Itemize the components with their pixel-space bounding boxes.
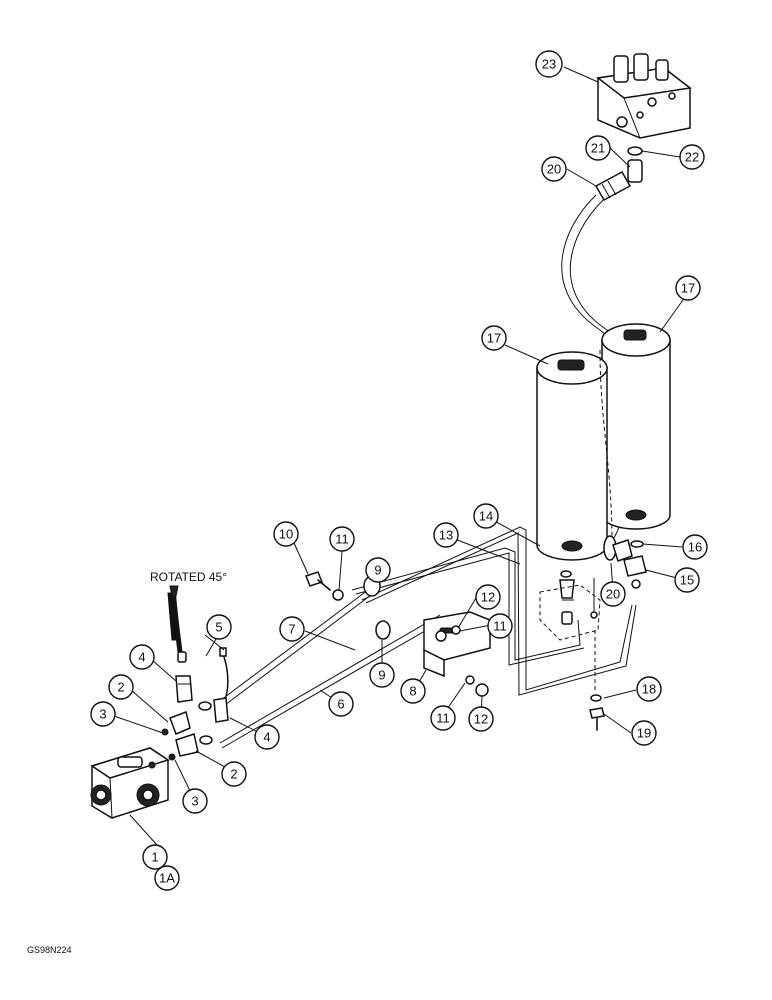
valve-block xyxy=(596,53,692,139)
callout-11-top: 11 xyxy=(329,526,355,552)
callout-7: 7 xyxy=(279,616,305,642)
tee-fittings xyxy=(161,711,199,761)
svg-text:19: 19 xyxy=(637,726,651,741)
hydraulic-motor xyxy=(90,747,170,819)
callout-17-right: 17 xyxy=(675,275,701,301)
callout-20-bottom: 20 xyxy=(600,581,626,607)
hose-fitting-20-top xyxy=(594,170,632,202)
callout-1: 1 xyxy=(142,844,168,870)
svg-text:17: 17 xyxy=(487,331,501,346)
svg-text:16: 16 xyxy=(688,540,702,555)
callout-2-right: 2 xyxy=(221,761,247,787)
tank-rear xyxy=(601,323,671,530)
svg-text:11: 11 xyxy=(493,619,507,634)
svg-text:11: 11 xyxy=(335,532,349,547)
svg-text:5: 5 xyxy=(215,620,222,635)
callout-22: 22 xyxy=(679,144,705,170)
svg-text:10: 10 xyxy=(279,527,293,542)
screw-19 xyxy=(589,707,605,731)
svg-text:22: 22 xyxy=(685,150,699,165)
callout-10: 10 xyxy=(273,521,299,547)
svg-text:18: 18 xyxy=(642,682,656,697)
callout-8: 8 xyxy=(400,678,426,704)
callout-14: 14 xyxy=(473,503,499,529)
svg-text:8: 8 xyxy=(409,684,416,699)
callout-9-bottom: 9 xyxy=(369,662,395,688)
svg-text:21: 21 xyxy=(591,141,605,156)
callout-1a: 1A xyxy=(154,865,180,891)
callout-4-left: 4 xyxy=(129,644,155,670)
callout-18: 18 xyxy=(636,676,662,702)
callout-11-bottom: 11 xyxy=(430,705,456,731)
svg-text:1: 1 xyxy=(151,850,158,865)
figure-code: GS98N224 xyxy=(27,945,72,955)
tank-fittings xyxy=(539,535,647,690)
callout-5: 5 xyxy=(206,614,232,640)
svg-text:4: 4 xyxy=(138,650,145,665)
fittings-4-5 xyxy=(175,647,229,745)
clamps xyxy=(363,575,391,640)
callout-12-bottom: 12 xyxy=(468,706,494,732)
svg-text:11: 11 xyxy=(436,711,450,726)
svg-text:12: 12 xyxy=(481,590,495,605)
callout-2-left: 2 xyxy=(108,674,134,700)
svg-text:9: 9 xyxy=(374,563,381,578)
rotated-note: ROTATED 45° xyxy=(150,570,227,584)
callout-21: 21 xyxy=(585,135,611,161)
svg-text:2: 2 xyxy=(230,767,237,782)
svg-text:20: 20 xyxy=(547,162,561,177)
bolt-10 xyxy=(305,571,331,591)
svg-text:20: 20 xyxy=(606,587,620,602)
callout-13: 13 xyxy=(433,522,459,548)
svg-text:4: 4 xyxy=(263,730,270,745)
elbow-fitting-21 xyxy=(627,146,643,183)
svg-text:1A: 1A xyxy=(159,871,175,886)
callout-6: 6 xyxy=(328,691,354,717)
svg-text:9: 9 xyxy=(378,668,385,683)
callout-23: 23 xyxy=(535,50,563,78)
svg-text:12: 12 xyxy=(474,712,488,727)
svg-text:3: 3 xyxy=(99,707,106,722)
svg-text:17: 17 xyxy=(681,281,695,296)
callout-12-top: 12 xyxy=(475,584,501,610)
callout-17-left: 17 xyxy=(481,325,507,351)
bracket-8 xyxy=(423,611,491,678)
callout-16: 16 xyxy=(682,534,708,560)
callout-19: 19 xyxy=(631,720,657,746)
svg-text:7: 7 xyxy=(288,622,295,637)
callout-20-top: 20 xyxy=(541,156,567,182)
svg-text:2: 2 xyxy=(117,680,124,695)
tank-front xyxy=(536,351,608,561)
callout-3-left: 3 xyxy=(90,701,116,727)
svg-text:15: 15 xyxy=(680,573,694,588)
svg-text:3: 3 xyxy=(191,794,198,809)
callout-4-right: 4 xyxy=(254,724,280,750)
svg-text:13: 13 xyxy=(439,528,453,543)
svg-text:23: 23 xyxy=(542,57,556,72)
callout-15: 15 xyxy=(674,567,700,593)
callout-9-top: 9 xyxy=(365,557,391,583)
callout-3-right: 3 xyxy=(182,788,208,814)
callout-11-mid: 11 xyxy=(487,613,513,639)
svg-text:6: 6 xyxy=(337,697,344,712)
svg-text:14: 14 xyxy=(479,509,493,524)
tube-lines xyxy=(351,526,637,696)
